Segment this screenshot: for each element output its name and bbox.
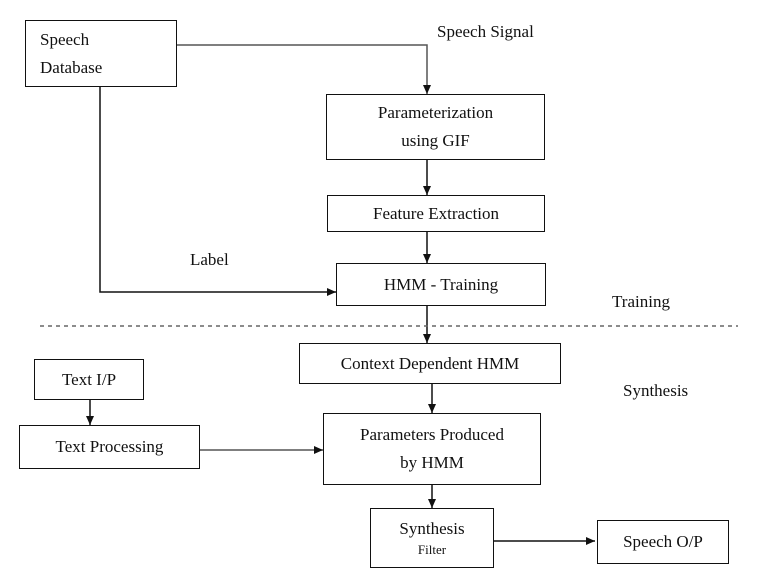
parameterization-box: Parameterization using GIF: [326, 94, 545, 160]
context-dependent-hmm-box: Context Dependent HMM: [299, 343, 561, 384]
parameterization-line2: using GIF: [401, 131, 470, 150]
speech-database-box: Speech Database: [25, 20, 177, 87]
speech-database-line2: Database: [40, 57, 103, 77]
hmm-training-label: HMM - Training: [383, 274, 499, 294]
speech-op-label: Speech O/P: [623, 532, 703, 551]
label-text: Label: [190, 250, 229, 269]
speech-op-box: Speech O/P: [597, 520, 729, 564]
synthesis-filter-line1: Synthesis: [399, 519, 465, 538]
speech-signal-arrow: [177, 44, 431, 94]
synthesis-filter-box: Synthesis Filter: [370, 508, 494, 568]
synthesis-section-label: Synthesis: [623, 381, 689, 400]
speech-signal-label: Speech Signal: [437, 22, 534, 41]
synthesis-filter-line2: Filter: [417, 542, 447, 557]
text-processing-box: Text Processing: [19, 425, 200, 469]
training-section-label: Training: [612, 292, 670, 311]
label-arrow: [99, 87, 336, 296]
parameterization-line1: Parameterization: [377, 103, 494, 122]
text-ip-label: Text I/P: [61, 369, 117, 389]
parameters-produced-line2: by HMM: [400, 453, 464, 472]
feature-extraction-label: Feature Extraction: [372, 203, 500, 223]
speech-database-line1: Speech: [40, 29, 90, 49]
hmm-training-box: HMM - Training: [336, 263, 546, 306]
context-dependent-hmm-label: Context Dependent HMM: [340, 353, 520, 373]
feature-extraction-box: Feature Extraction: [327, 195, 545, 232]
text-processing-label: Text Processing: [55, 437, 164, 456]
parameters-produced-box: Parameters Produced by HMM: [323, 413, 541, 485]
parameters-produced-line1: Parameters Produced: [360, 425, 504, 444]
text-ip-box: Text I/P: [34, 359, 144, 400]
